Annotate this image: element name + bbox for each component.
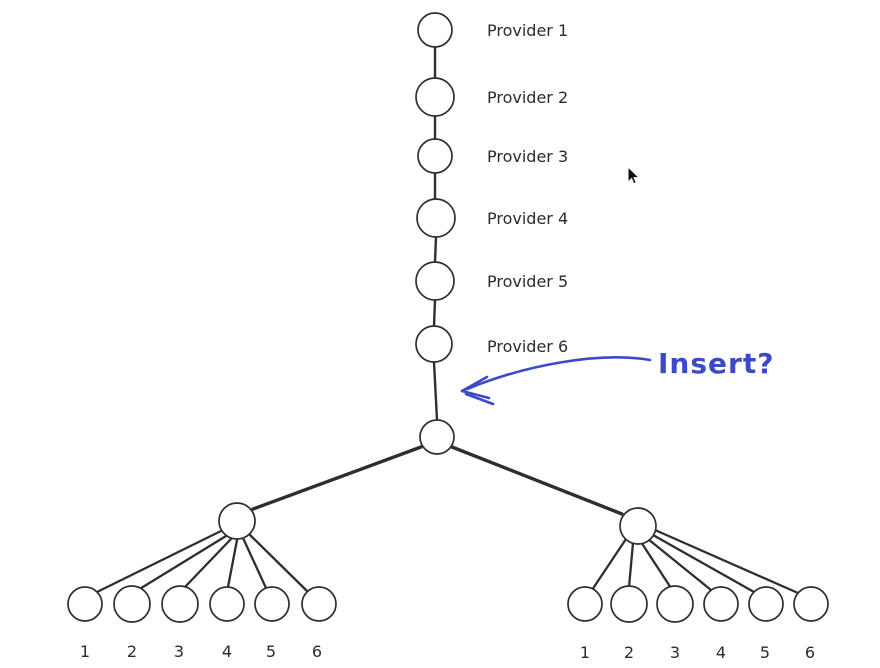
leaf-node [301,586,337,622]
leaf-label: 5 [266,642,276,661]
insert-arrow-shaft [465,356,652,391]
leaf-label: 6 [312,642,322,661]
leaf-node [254,586,290,622]
mouse-cursor-icon [627,165,641,185]
fan-edge [590,537,628,592]
provider-node-2 [415,77,455,117]
provider-chain: Provider 1 Provider 2 Provider 3 Provide… [415,12,568,422]
leaf-node [703,586,739,622]
chain-edge [432,298,437,328]
provider-node-4 [416,198,456,238]
leaf-label: 4 [222,642,232,661]
provider-node-1 [417,12,453,48]
fan-edge [136,534,228,592]
provider-label: Provider 3 [487,147,568,166]
insert-edge [432,360,439,422]
insert-arrowhead [460,375,489,393]
branch-edge-left [251,445,423,511]
fan-edge [651,533,756,594]
leaf-label: 3 [174,642,184,661]
leaf-node [209,586,245,622]
leaf-node [793,586,829,622]
fan-edge [226,538,239,589]
fan-edge [247,532,309,593]
provider-node-3 [417,138,453,174]
leaf-node [610,585,648,623]
leaf-node [67,586,103,622]
tree-root [251,419,624,516]
provider-node-6 [415,325,453,363]
leaf-label: 6 [805,643,815,662]
provider-label: Provider 6 [487,337,568,356]
left-subtree: 1 2 3 4 5 6 [67,502,337,661]
provider-label: Provider 5 [487,272,568,291]
leaf-label: 5 [760,643,770,662]
leaf-label: 4 [716,643,726,662]
leaf-node [113,585,151,623]
chain-edge [433,235,438,264]
fan-edge [627,541,635,589]
insert-arrowhead [464,392,495,406]
leaf-node [161,585,199,623]
fan-edge [639,540,673,590]
provider-label: Provider 4 [487,209,568,228]
provider-label: Provider 2 [487,88,568,107]
insert-label: Insert? [658,347,774,380]
leaf-label: 1 [80,642,90,661]
leaf-label: 3 [670,643,680,662]
leaf-node [567,586,603,622]
right-subtree: 1 2 3 4 5 6 [567,507,829,662]
provider-node-5 [415,261,455,301]
right-parent-node [619,507,657,545]
leaf-node [748,586,784,622]
left-parent-node [218,502,256,540]
leaf-label: 1 [580,643,590,662]
insert-annotation: Insert? [460,347,774,406]
fan-edge [182,537,233,590]
fan-edge [95,529,223,594]
root-node [419,419,455,455]
branch-edge-right [450,445,624,516]
fan-edge [653,528,800,595]
provider-label: Provider 1 [487,21,568,40]
insert-arrowhead [460,389,491,400]
fan-edge [646,537,713,592]
fan-edge [241,536,268,590]
leaf-label: 2 [624,643,634,662]
leaf-node [656,585,694,623]
leaf-label: 2 [127,642,137,661]
